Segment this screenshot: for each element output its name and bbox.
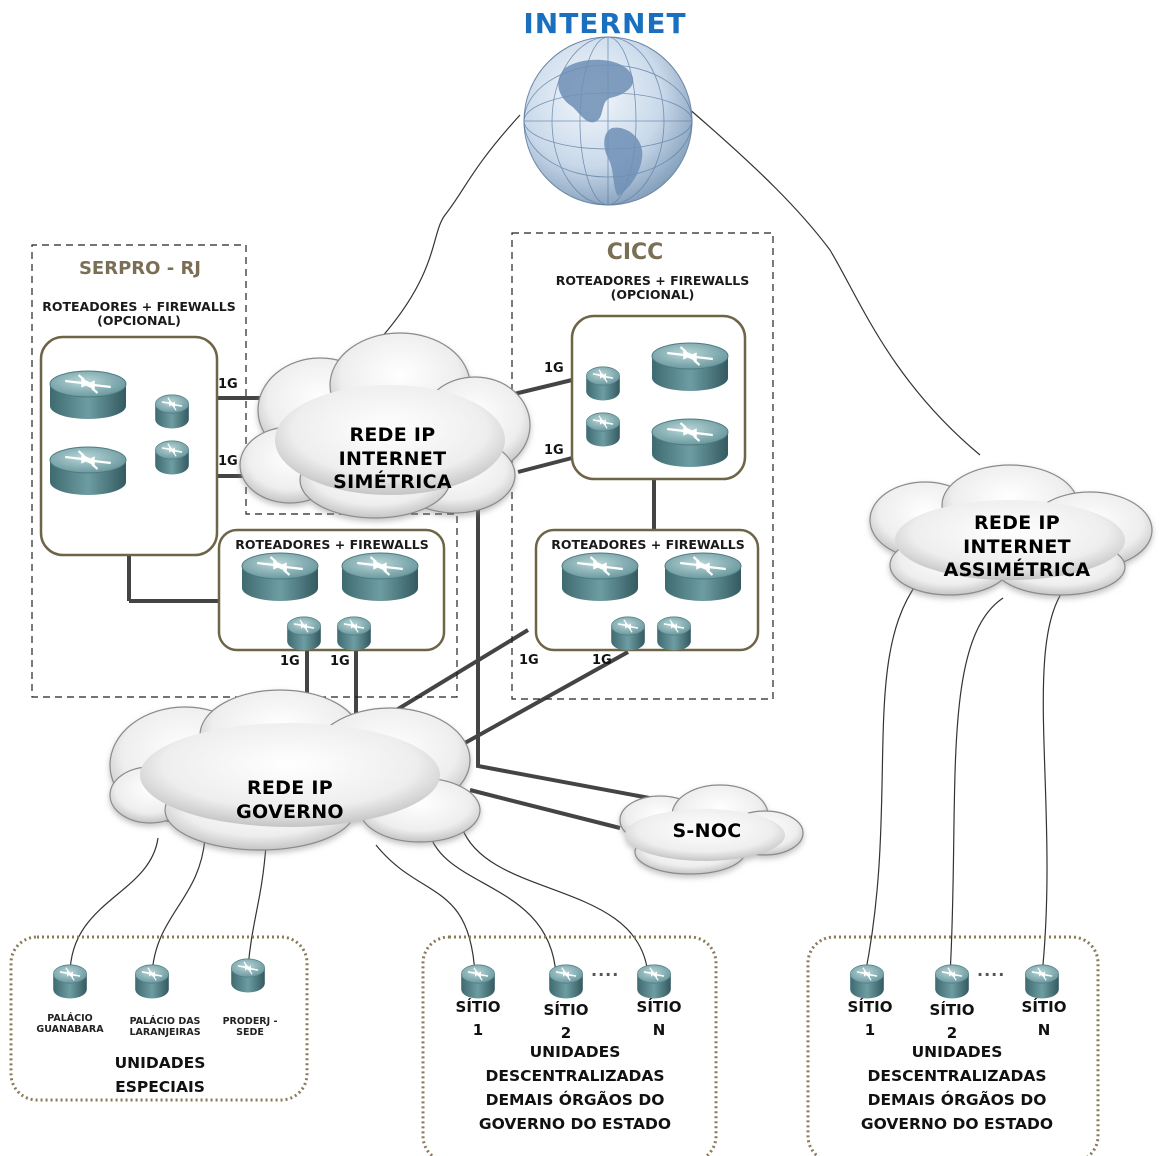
link-speed-label: 1G (218, 454, 238, 469)
site-label: SÍTIO 1 (847, 998, 893, 1040)
cloud-assimetrica (869, 464, 1153, 596)
thin-links (69, 107, 1069, 976)
link-speed-label: 1G (544, 443, 564, 458)
site-label: SÍTIO 2 (543, 1001, 589, 1043)
site-label: SÍTIO N (1021, 998, 1067, 1040)
site-ellipsis: .... (591, 961, 620, 980)
link-speed-label: 1G (592, 653, 612, 668)
site-label: SÍTIO 1 (455, 998, 501, 1040)
link-speed-label: 1G (544, 361, 564, 376)
link-speed-label: 1G (519, 653, 539, 668)
site-label: SÍTIO 2 (929, 1001, 975, 1043)
unit-label-assimetrica: UNIDADES DESCENTRALIZADAS DEMAIS ÓRGÃOS … (860, 1043, 1054, 1134)
cloud-governo (109, 689, 481, 851)
unit-label-especiais: UNIDADES ESPECIAIS (114, 1054, 206, 1097)
site-label: PALÁCIO DAS LARANJEIRAS (129, 1016, 201, 1039)
cicc-top-label: ROTEADORES + FIREWALLS (OPCIONAL) (555, 273, 750, 303)
serpro-bottom-label: ROTEADORES + FIREWALLS (235, 537, 429, 552)
link-speed-label: 1G (330, 654, 350, 669)
unit-label-descentralizadas: UNIDADES DESCENTRALIZADAS DEMAIS ÓRGÃOS … (478, 1043, 672, 1134)
cicc-title: CICC (606, 240, 664, 265)
cloud-snoc-label: S-NOC (672, 820, 742, 842)
site-label: PRODERJ - SEDE (222, 1016, 278, 1039)
site-label: PALÁCIO GUANABARA (36, 1013, 104, 1036)
site-label: SÍTIO N (636, 998, 682, 1040)
link-speed-label: 1G (280, 654, 300, 669)
link-speed-label: 1G (218, 377, 238, 392)
site-ellipsis: .... (977, 961, 1006, 980)
globe-icon (523, 36, 693, 206)
serpro-top-label: ROTEADORES + FIREWALLS (OPCIONAL) (42, 299, 236, 329)
cloud-simetrica (239, 332, 531, 519)
unit-boxes (9, 935, 1100, 1156)
cicc-bottom-label: ROTEADORES + FIREWALLS (551, 537, 745, 552)
cloud-snoc (619, 784, 804, 875)
dashed-boundaries (31, 232, 774, 700)
internet-title: INTERNET (523, 7, 687, 40)
serpro-title: SERPRO - RJ (78, 258, 202, 279)
